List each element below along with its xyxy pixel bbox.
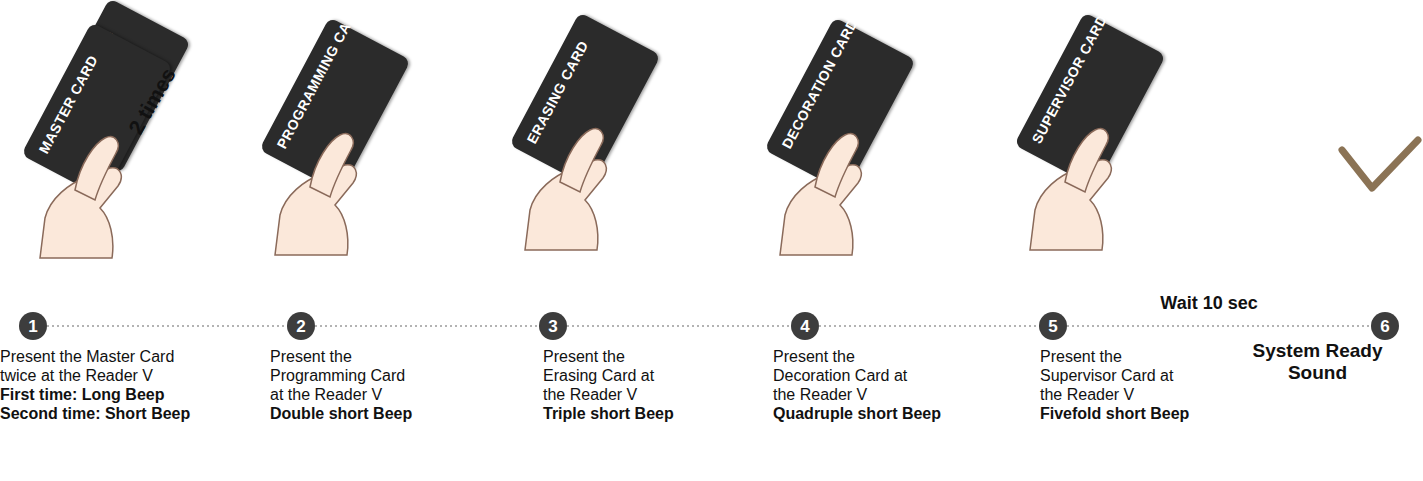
step-description: Present the Decoration Card at the Reade…: [773, 347, 918, 404]
step-circle: 5: [1039, 312, 1067, 340]
step-description: Present the Supervisor Card at the Reade…: [1040, 347, 1175, 404]
beep-text: Fivefold short Beep: [1040, 404, 1189, 423]
access-card: DECORATION CARD: [764, 17, 916, 193]
step-description: Present the Programming Card at the Read…: [270, 347, 415, 404]
dotted-connector: [47, 325, 287, 327]
card-title: MASTER CARD: [36, 53, 101, 157]
check-mark: [1342, 140, 1418, 188]
access-card: ERASING CARD: [509, 12, 661, 188]
card-title: DECORATION CARD: [779, 16, 861, 151]
dotted-connector: [315, 325, 539, 327]
step-number: 5: [1048, 318, 1057, 335]
step-circle: 3: [539, 312, 567, 340]
step-number: 1: [28, 318, 37, 335]
step-circle: 1: [19, 312, 47, 340]
card-title: ERASING CARD: [524, 38, 592, 146]
dotted-connector: [567, 325, 791, 327]
dotted-connector: [1067, 325, 1371, 327]
step-circle: 6: [1371, 312, 1399, 340]
step-number: 3: [548, 318, 557, 335]
step-number: 6: [1380, 318, 1389, 335]
dotted-connector: [819, 325, 1039, 327]
edge-label: Wait 10 sec: [1160, 293, 1257, 314]
step-description: Present the Erasing Card at the Reader V: [543, 347, 661, 404]
beep-text: Second time: Short Beep: [0, 404, 190, 423]
beep-text: First time: Long Beep: [0, 385, 164, 404]
final-step-text: System Ready Sound: [1240, 340, 1395, 384]
card-title: PROGRAMMING CARD: [274, 1, 364, 152]
beep-text: Quadruple short Beep: [773, 404, 941, 423]
beep-text: Double short Beep: [270, 404, 412, 423]
step-number: 2: [296, 318, 305, 335]
access-card: SUPERVISOR CARD: [1014, 12, 1166, 188]
step-description: Present the Master Card twice at the Rea…: [0, 347, 185, 385]
access-card: PROGRAMMING CARD: [259, 17, 411, 193]
step-circle: 4: [791, 312, 819, 340]
card-title: SUPERVISOR CARD: [1029, 12, 1110, 146]
step-number: 4: [800, 318, 809, 335]
step-circle: 2: [287, 312, 315, 340]
beep-text: Triple short Beep: [543, 404, 674, 423]
